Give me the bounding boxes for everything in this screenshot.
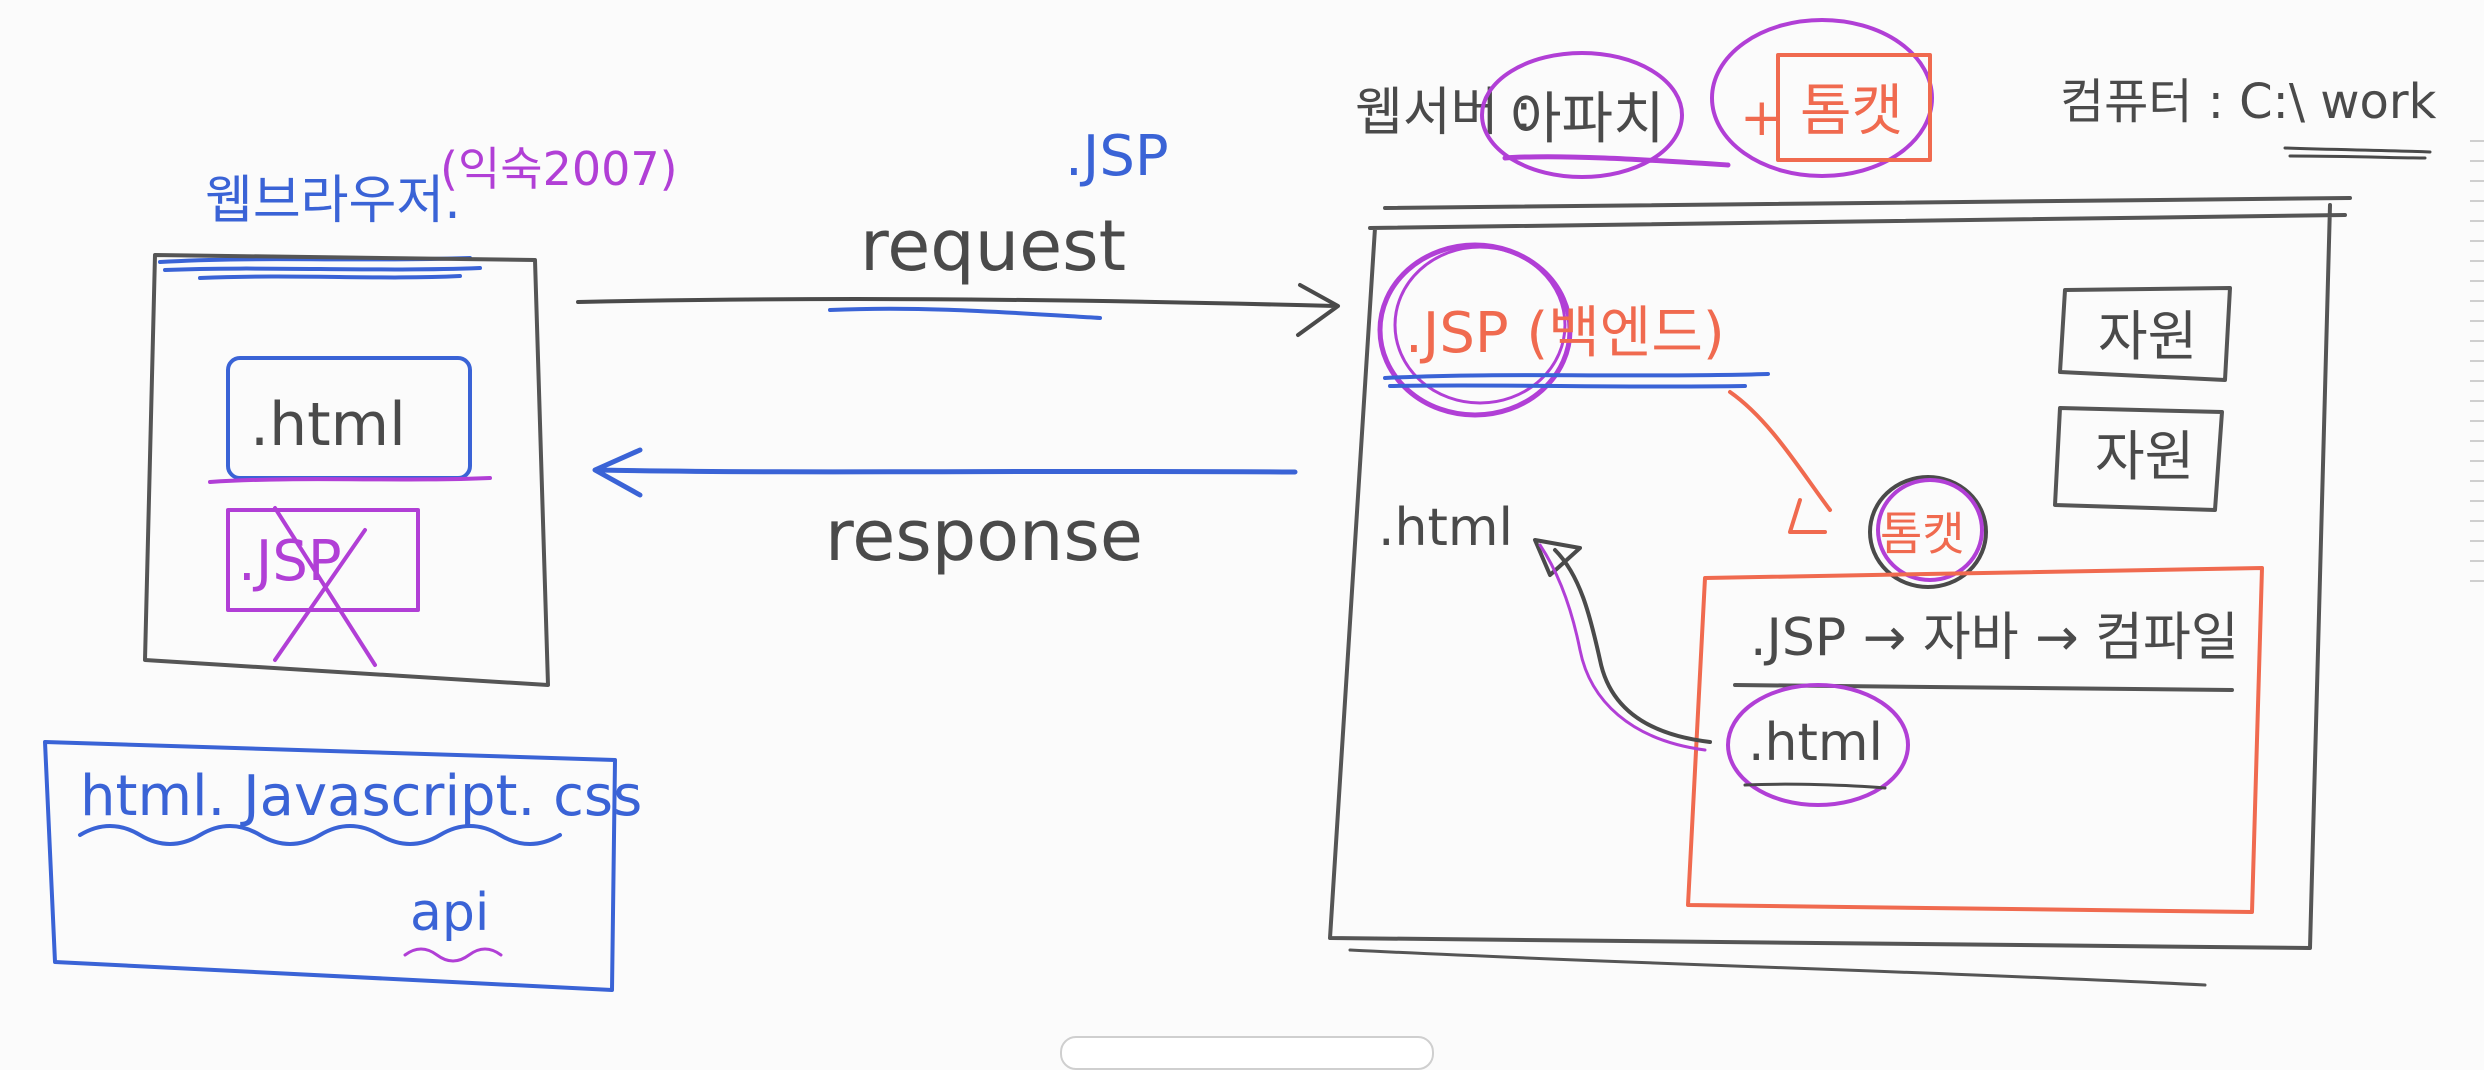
browser-html-underline (208, 476, 492, 484)
whiteboard-canvas: 웹브라우저. (익숙2007) .html .JSP html. Javascr… (43, 18, 2437, 992)
browser-jsp-crossout (273, 506, 377, 667)
apache-circle (1480, 51, 1684, 179)
html-return-curve-purple (1538, 543, 1707, 752)
apache-label: 아파치 (1510, 87, 1665, 152)
html-result-circle (1726, 683, 1910, 807)
browser-title-scribble (158, 256, 482, 280)
server-title: 웹서버 : (1355, 83, 1533, 143)
computer-label: 컴퓨터 : C:\ work (2060, 74, 2437, 130)
compile-flow: .JSP → 자바 → 컴파일 (1750, 608, 2239, 668)
computer-underline (2283, 146, 2432, 160)
jsp-backend-underline (1383, 372, 1770, 389)
server-window-bottom (1348, 948, 2207, 987)
tomcat-label: 톰캣 (1800, 79, 1903, 144)
browser-note: (익숙2007) (440, 142, 678, 196)
request-arrow (576, 283, 1340, 337)
request-label: request (860, 205, 1126, 287)
jsp-to-tomcat-arrow (1728, 390, 1832, 534)
apache-underline (1502, 154, 1731, 168)
request-underline (828, 306, 1102, 320)
browser-window (143, 253, 550, 687)
response-label: response (825, 495, 1143, 577)
html-result-label: .html (1748, 713, 1883, 773)
tomcat-inner-label: 톰캣 (1880, 507, 1965, 561)
jsp-backend-circle (1377, 242, 1573, 418)
tomcat-inner-circle-2 (1876, 478, 1984, 582)
tomcat-box (1776, 53, 1932, 162)
jsp-backend-label: .JSP (백엔드) (1405, 301, 1725, 366)
server-html-out: .html (1378, 498, 1513, 558)
tomcat-container (1686, 566, 2264, 914)
frontend-line2: api (410, 883, 489, 943)
server-window (1328, 196, 2352, 950)
html-return-curve (1553, 548, 1712, 744)
middle-jsp-label: .JSP (1065, 124, 1169, 189)
browser-jsp-box (226, 508, 420, 612)
browser-title: 웹브라우저. (205, 171, 461, 231)
html-result-underline (1743, 782, 1887, 790)
tomcat-inner-circle (1868, 475, 1988, 589)
response-arrow (592, 447, 1298, 498)
frontend-line2-wave (403, 947, 503, 963)
browser-html-label: .html (250, 390, 406, 460)
resource-label-2: 자원 (2095, 425, 2194, 488)
jsp-backend-circle-2 (1393, 245, 1567, 405)
bottom-toolbar-pill[interactable] (1060, 1036, 1434, 1070)
resource-box-1 (2058, 286, 2232, 382)
frontend-line1-wave (78, 824, 562, 846)
frontend-line1: html. Javascript. css (80, 764, 642, 829)
resource-box-2 (2053, 406, 2224, 512)
resource-label-1: 자원 (2098, 305, 2197, 368)
frontend-box (43, 740, 617, 992)
